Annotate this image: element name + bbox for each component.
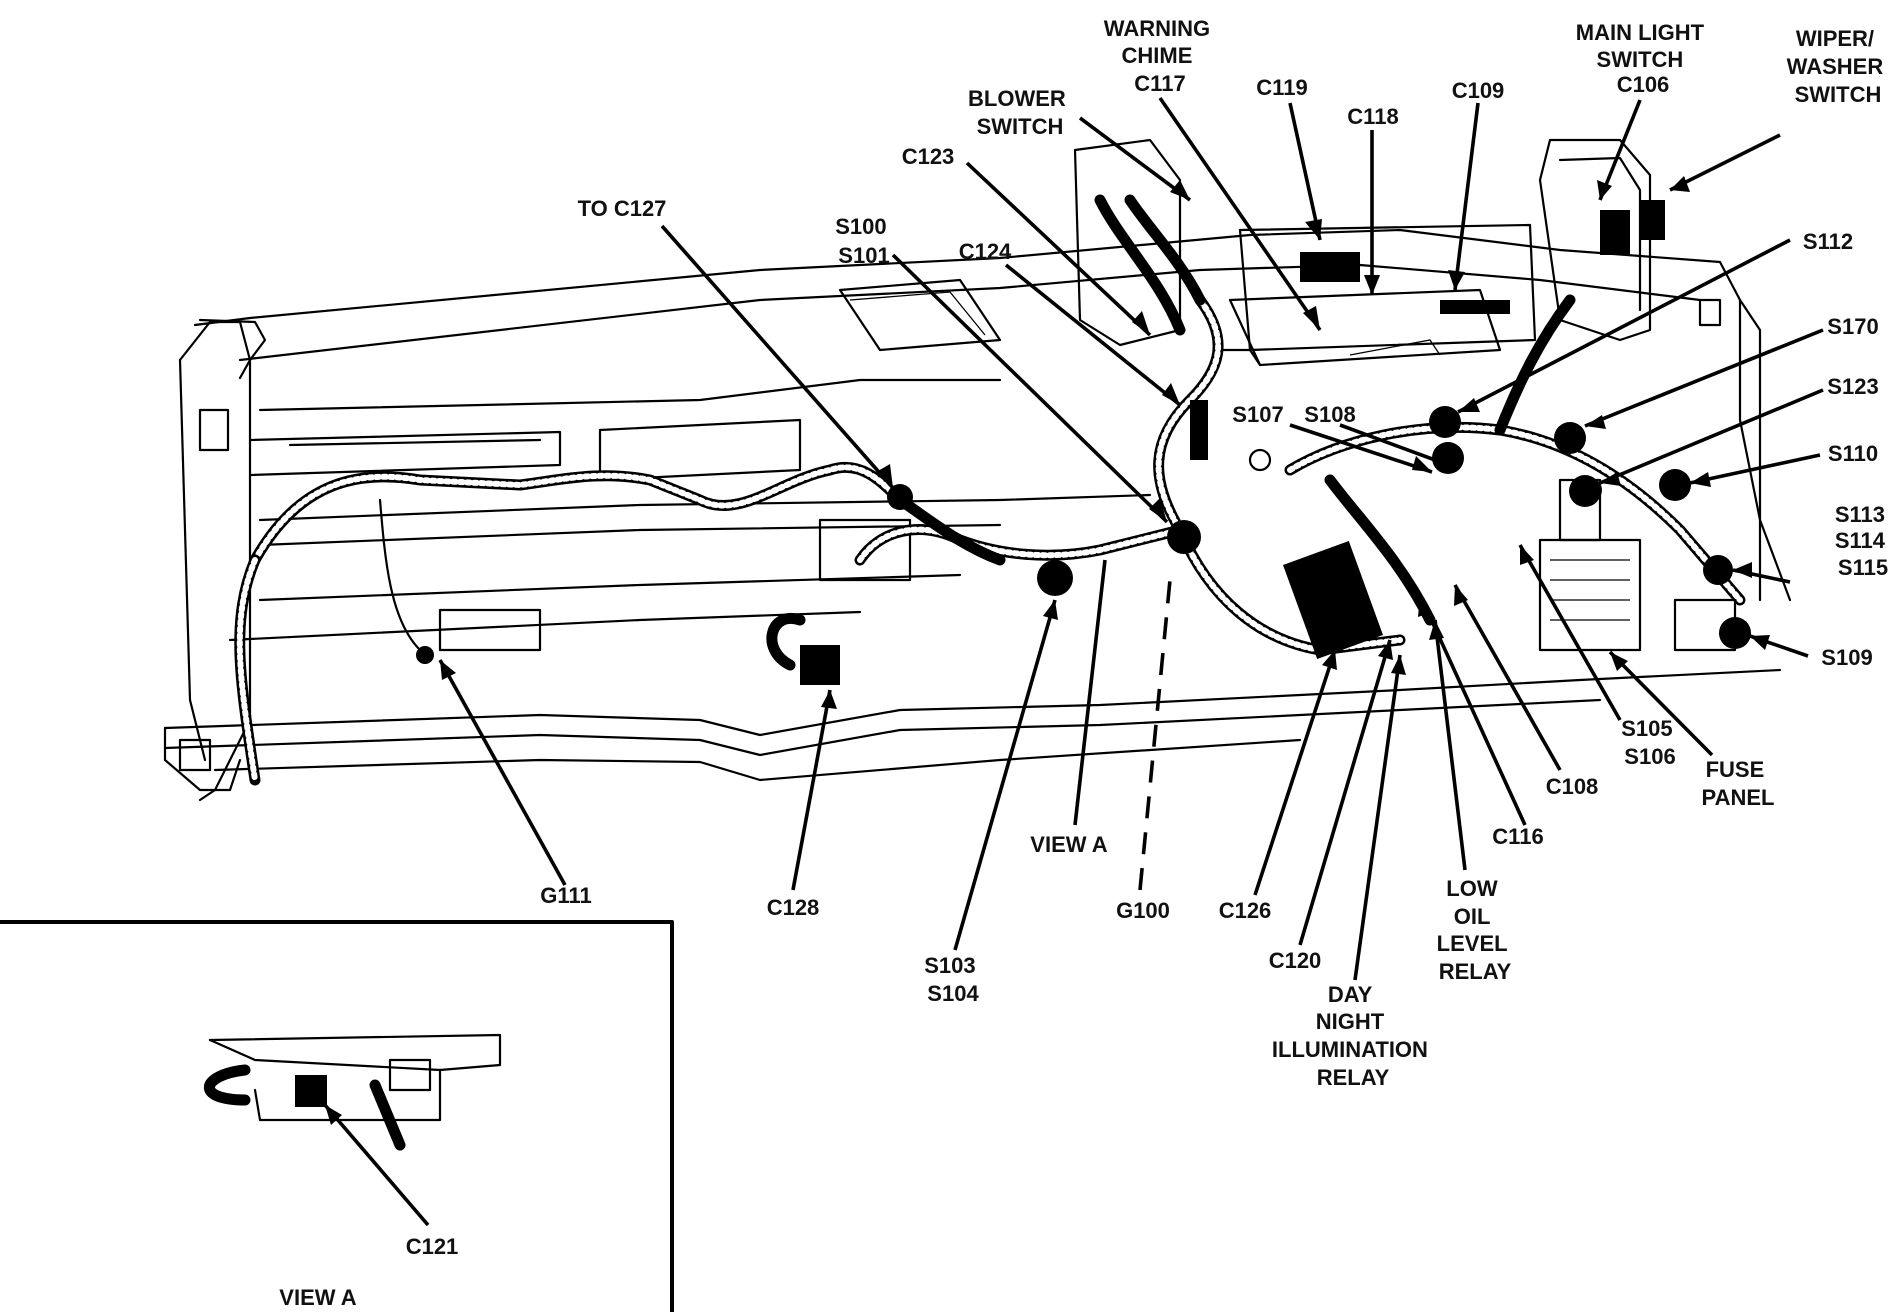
label-s170: S170 bbox=[1827, 314, 1878, 339]
label-c128: C128 bbox=[767, 895, 820, 920]
label-c109: C109 bbox=[1452, 78, 1505, 103]
label-s113-s114-s115: S113 S114 S115 bbox=[1835, 502, 1890, 580]
label-c123: C123 bbox=[902, 144, 955, 169]
callout-labels: WARNING CHIME C117 C119 C118 C109 MAIN L… bbox=[279, 16, 1890, 1310]
label-warning-chime: WARNING CHIME C117 bbox=[1104, 16, 1216, 96]
label-c120: C120 bbox=[1269, 948, 1322, 973]
label-g111: G111 bbox=[540, 883, 591, 908]
label-s103-s104: S103 S104 bbox=[924, 953, 982, 1006]
label-s123: S123 bbox=[1827, 374, 1878, 399]
label-day-night-illumination-relay: DAY NIGHT ILLUMINATION RELAY bbox=[1272, 982, 1434, 1090]
label-fuse-panel: FUSE PANEL bbox=[1702, 757, 1775, 810]
label-to-c127: TO C127 bbox=[578, 196, 667, 221]
label-c126: C126 bbox=[1219, 898, 1272, 923]
label-blower-switch: BLOWER SWITCH bbox=[968, 86, 1072, 139]
view-a-inset bbox=[0, 920, 674, 1312]
label-s112: S112 bbox=[1803, 229, 1853, 254]
label-c108: C108 bbox=[1546, 774, 1599, 799]
label-view-a-title: VIEW A bbox=[279, 1285, 357, 1310]
label-s100-s101: S100 S101 bbox=[835, 214, 893, 268]
splice-dots bbox=[800, 200, 1751, 685]
label-c124: C124 bbox=[959, 239, 1012, 264]
label-s109: S109 bbox=[1821, 645, 1872, 670]
label-c116: C116 bbox=[1492, 824, 1543, 849]
label-c121: C121 bbox=[406, 1234, 459, 1259]
label-g100: G100 bbox=[1116, 898, 1170, 923]
label-c119: C119 bbox=[1256, 75, 1307, 100]
arrowheads bbox=[325, 176, 1770, 1125]
label-s107: S107 bbox=[1232, 402, 1283, 427]
label-view-a-pointer: VIEW A bbox=[1030, 832, 1108, 857]
label-s110: S110 bbox=[1828, 441, 1878, 466]
label-wiper-washer-switch: WIPER/ WASHER SWITCH bbox=[1787, 26, 1890, 107]
leader-lines bbox=[323, 96, 1824, 1227]
label-main-light-switch: MAIN LIGHT SWITCH C106 bbox=[1576, 20, 1710, 97]
label-s108: S108 bbox=[1304, 402, 1355, 427]
label-low-oil-level-relay: LOW OIL LEVEL RELAY bbox=[1437, 876, 1514, 984]
instrument-panel-frame bbox=[163, 138, 1792, 802]
label-c118: C118 bbox=[1347, 104, 1398, 129]
label-s105-s106: S105 S106 bbox=[1621, 716, 1679, 769]
